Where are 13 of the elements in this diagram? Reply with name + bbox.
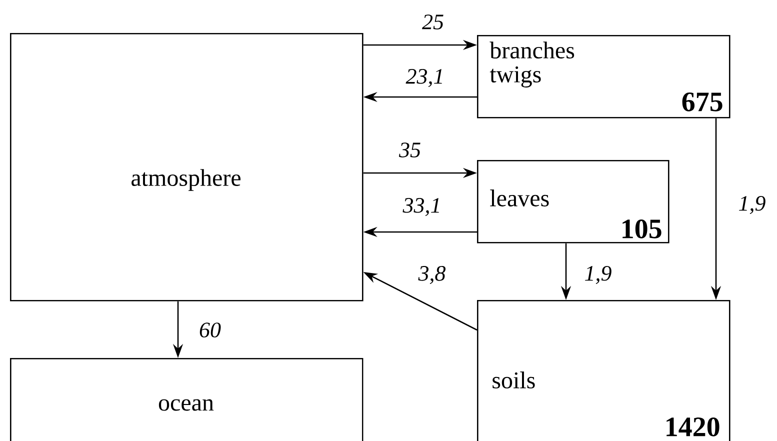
stock-box: ocean xyxy=(10,358,364,441)
edge-label: 33,1 xyxy=(402,197,442,217)
edge-label: 35 xyxy=(398,142,422,158)
edge-label: 3,8 xyxy=(417,264,447,285)
edge-label: 25 xyxy=(421,14,445,30)
stock-box: branches twigs 675 xyxy=(477,35,730,118)
edge-label: 1,9 xyxy=(583,265,613,285)
edge-label: 1,9 xyxy=(737,195,767,215)
stock-box: leaves 105 xyxy=(477,160,670,244)
edge-label: 23,1 xyxy=(404,68,446,88)
stock-box: atmosphere xyxy=(10,33,364,302)
stock-box: soils 1420 xyxy=(477,300,730,441)
edge-label: 60 xyxy=(198,322,222,338)
